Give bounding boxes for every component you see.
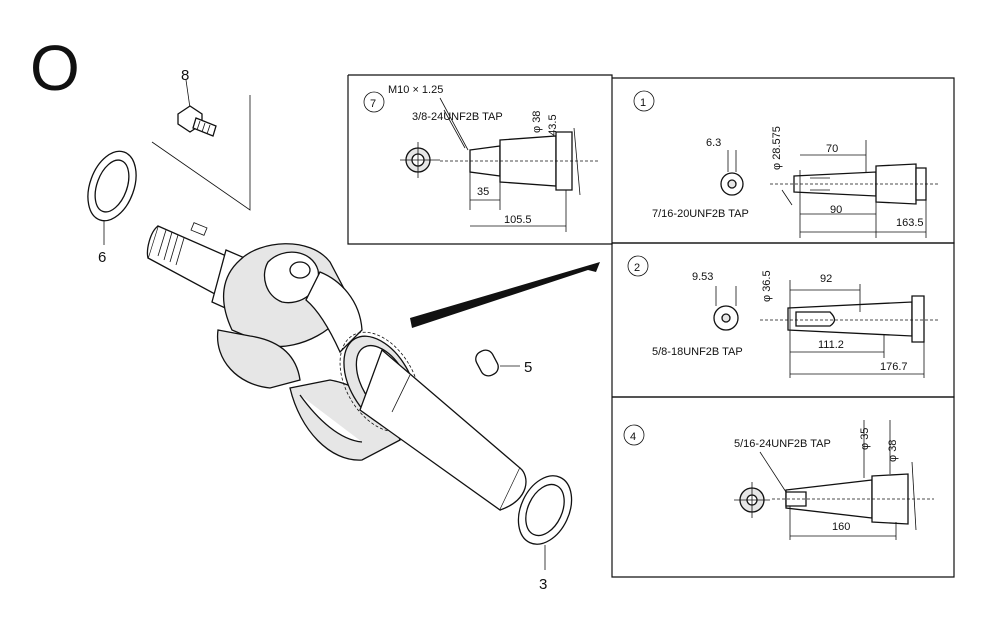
bolt-bracket-line bbox=[151, 95, 251, 211]
callout-key: 5 bbox=[524, 359, 532, 376]
panel-1-len-top: 70 bbox=[826, 143, 838, 155]
panel-2: 2 9.53 φ 36.5 92 5/8-18UNF2B TAP 111.2 1… bbox=[612, 242, 955, 398]
panel-1-tap: 7/16-20UNF2B TAP bbox=[652, 208, 749, 220]
panel-4-dia-2: φ 38 bbox=[887, 440, 899, 462]
panel-7-thread: M10 × 1.25 bbox=[388, 84, 443, 96]
section-letter: O bbox=[30, 32, 80, 104]
panel-1-number: 1 bbox=[640, 97, 646, 109]
panel-7-tap: 3/8-24UNF2B TAP bbox=[412, 111, 503, 123]
panel-7-number: 7 bbox=[370, 98, 376, 110]
panel-2-len-mid: 111.2 bbox=[818, 339, 844, 351]
panel-1-small-dim: 6.3 bbox=[706, 137, 721, 149]
panel-2-number: 2 bbox=[634, 262, 640, 274]
panel-2-dia: φ 36.5 bbox=[761, 270, 773, 302]
panel-7-len-2: 105.5 bbox=[504, 214, 532, 226]
washer-bottom-part bbox=[517, 475, 573, 570]
panel-1: 1 6.3 φ 28.575 70 7/16-20UNF2B TAP 90 16… bbox=[612, 77, 955, 244]
panel-4-number: 4 bbox=[630, 431, 636, 443]
panel-7-len-1: 35 bbox=[477, 186, 489, 198]
key-part bbox=[475, 349, 520, 377]
panel-4-tap: 5/16-24UNF2B TAP bbox=[734, 438, 831, 450]
callout-washer-bottom: 3 bbox=[539, 576, 547, 593]
pointer-arrow bbox=[410, 262, 600, 328]
callout-bolt: 8 bbox=[181, 67, 189, 84]
bolt-part bbox=[177, 79, 217, 137]
panel-7: 7 M10 × 1.25 3/8-24UNF2B TAP φ 38 φ 43.5… bbox=[347, 74, 613, 245]
panel-7-dia-1: φ 38 bbox=[531, 111, 543, 133]
panel-1-len-total: 163.5 bbox=[896, 217, 924, 229]
panel-1-len-mid: 90 bbox=[830, 204, 842, 216]
callout-washer-top: 6 bbox=[98, 249, 106, 266]
panel-2-small-dim: 9.53 bbox=[692, 271, 713, 283]
panel-1-dia: φ 28.575 bbox=[771, 126, 783, 170]
crankshaft-part bbox=[146, 222, 527, 511]
panel-4-len: 160 bbox=[832, 521, 850, 533]
panel-4: 4 5/16-24UNF2B TAP φ 35 φ 38 160 bbox=[611, 243, 955, 578]
panel-4-dia-1: φ 35 bbox=[859, 428, 871, 450]
panel-2-tap: 5/8-18UNF2B TAP bbox=[652, 346, 743, 358]
panel-2-len-top: 92 bbox=[820, 273, 832, 285]
washer-top-part bbox=[87, 150, 137, 245]
panel-2-len-total: 176.7 bbox=[880, 361, 908, 373]
